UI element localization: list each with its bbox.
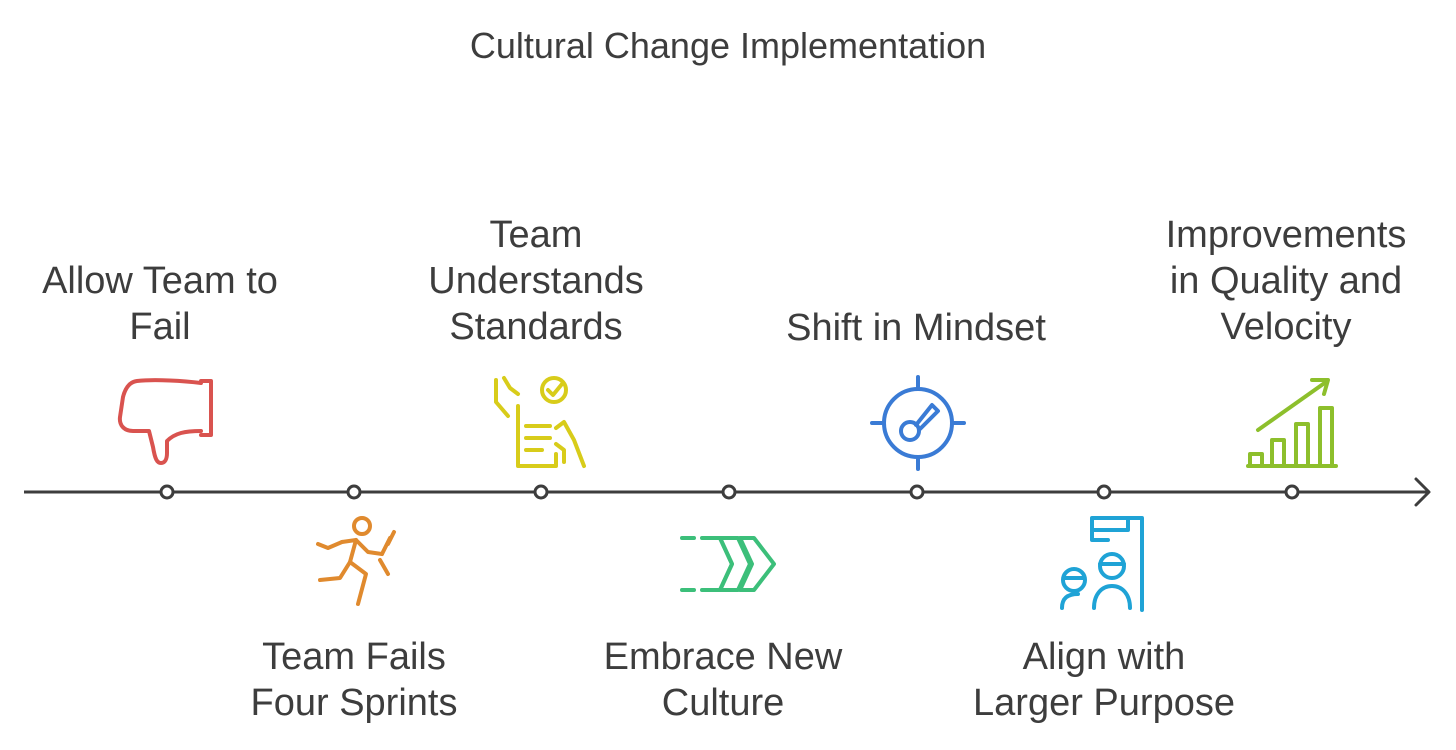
checklist-icon: [494, 376, 586, 468]
team-flag-icon: [1060, 516, 1144, 612]
step-label-embrace-new-culture: Embrace New Culture: [563, 634, 883, 726]
timeline-node: [1284, 484, 1300, 500]
step-label-team-understands-standards: Team Understands Standards: [376, 212, 696, 350]
timeline-node: [533, 484, 549, 500]
step-label-align-with-larger-purpose: Align with Larger Purpose: [944, 634, 1264, 726]
step-label-line: Standards: [449, 306, 623, 348]
timeline-node: [346, 484, 362, 500]
growth-chart-icon: [1246, 378, 1338, 468]
target-icon: [870, 375, 966, 471]
step-label-line: Fail: [129, 306, 191, 348]
thumbs-down-icon: [117, 378, 213, 465]
step-label-team-fails-four-sprints: Team Fails Four Sprints: [194, 634, 514, 726]
step-label-line: Four Sprints: [250, 682, 458, 724]
step-label-line: in Quality and: [1169, 260, 1403, 302]
step-label-line: Allow Team to: [42, 260, 278, 302]
timeline-arrowhead: [1414, 477, 1431, 507]
step-label-line: Improvements: [1165, 214, 1407, 256]
step-label-line: Velocity: [1220, 306, 1352, 348]
step-label-line: Embrace New: [603, 636, 843, 678]
step-label-line: Team Fails: [262, 636, 446, 678]
step-label-line: Larger Purpose: [973, 682, 1235, 724]
timeline-node: [909, 484, 925, 500]
timeline-node: [1096, 484, 1112, 500]
step-label-line: Team: [489, 214, 583, 256]
timeline-node: [159, 484, 175, 500]
step-label-line: Culture: [661, 682, 785, 724]
forward-chevrons-icon: [680, 536, 776, 592]
timeline-node: [721, 484, 737, 500]
step-label-shift-in-mindset: Shift in Mindset: [756, 305, 1076, 351]
step-label-allow-team-to-fail: Allow Team to Fail: [0, 258, 320, 350]
step-label-line: Understands: [428, 260, 644, 302]
step-label-line: Align with: [1022, 636, 1186, 678]
step-label-improvements-in-quality-and-velocity: Improvements in Quality and Velocity: [1126, 212, 1446, 350]
diagram-title: Cultural Change Implementation: [469, 25, 987, 66]
step-label-line: Shift in Mindset: [786, 307, 1046, 349]
running-person-icon: [316, 516, 396, 606]
